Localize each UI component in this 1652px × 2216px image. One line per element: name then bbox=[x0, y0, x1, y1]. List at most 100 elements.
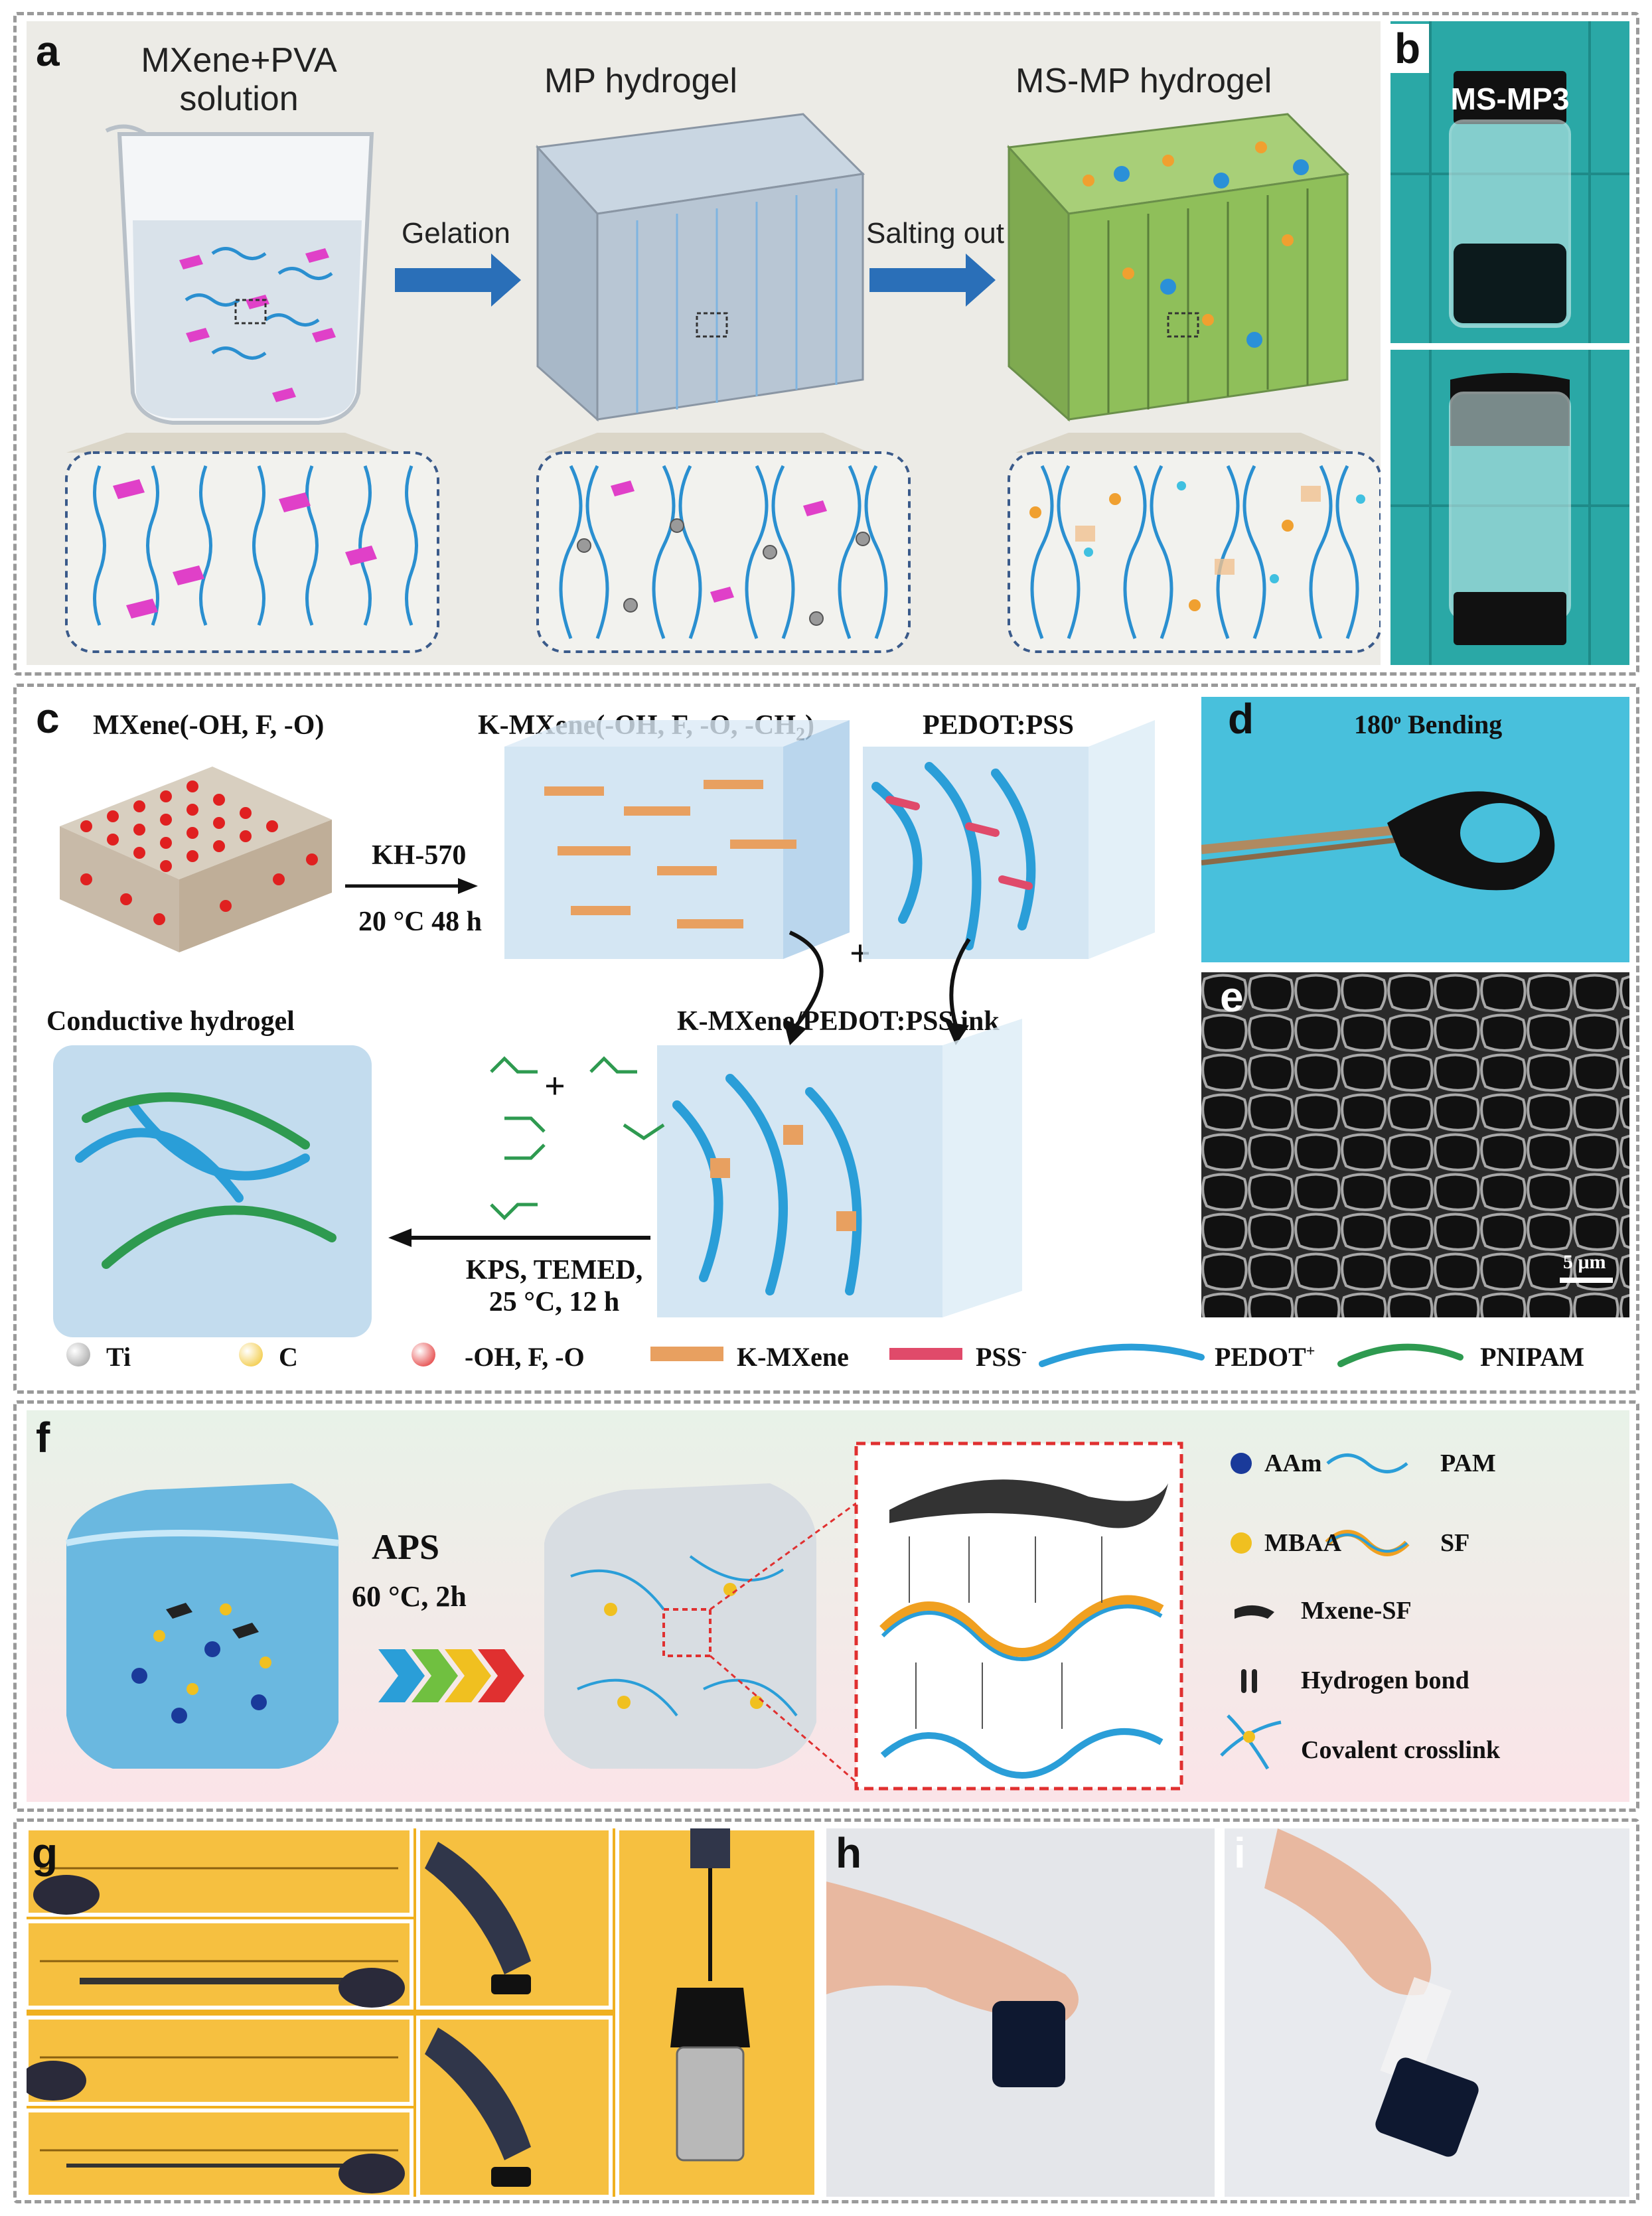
pss-bar-icon bbox=[889, 1348, 962, 1360]
panel-i-label: i bbox=[1234, 1829, 1246, 1877]
detail-box-1 bbox=[65, 451, 439, 653]
panel-f-illustration bbox=[65, 1441, 1410, 1791]
legend-aam: AAm bbox=[1264, 1449, 1322, 1477]
stage2-title: MP hydrogel bbox=[544, 62, 737, 100]
arrow-salting-label: Salting out bbox=[866, 217, 1004, 250]
reagent-aps: APS bbox=[372, 1527, 440, 1567]
c-atom-icon bbox=[239, 1343, 263, 1367]
legend-hydrogen-bond: Hydrogen bond bbox=[1301, 1666, 1469, 1694]
stage1-title-line2: solution bbox=[179, 80, 299, 118]
conductive-hydrogel-block bbox=[53, 1045, 372, 1337]
pnipam-chain-icon bbox=[1337, 1343, 1464, 1367]
stretch-photos bbox=[27, 1828, 816, 2197]
arrow-kh570 bbox=[345, 878, 478, 894]
detail-box-2 bbox=[536, 451, 911, 653]
oh-group-icon bbox=[412, 1343, 435, 1367]
panel-c-legend: Ti C -OH, F, -O K-MXene PSS- bbox=[66, 1337, 1181, 1377]
panel-e: e 5 μm bbox=[1201, 972, 1629, 1317]
chevron-arrows-icon bbox=[378, 1649, 524, 1702]
detail-box-3 bbox=[1008, 451, 1381, 653]
condition-kps: KPS, TEMED, 25 °C, 12 h bbox=[438, 1254, 670, 1318]
legend-mxene-sf: Mxene-SF bbox=[1301, 1597, 1412, 1625]
pedot-chain-icon bbox=[1039, 1343, 1205, 1367]
legend-pnipam: PNIPAM bbox=[1480, 1342, 1584, 1372]
frame-ab bbox=[13, 12, 1639, 676]
kmxene-box bbox=[504, 720, 850, 959]
panel-d-label: d bbox=[1228, 697, 1254, 743]
panel-b: b MS-MP3 bbox=[1390, 21, 1629, 665]
mp-hydrogel-block bbox=[535, 113, 865, 422]
frame-ghi bbox=[13, 1818, 1639, 2203]
pedot-title: PEDOT:PSS bbox=[923, 710, 1074, 741]
panel-g-label: g bbox=[32, 1829, 58, 1877]
condition-kps-line1: KPS, TEMED, bbox=[465, 1255, 643, 1286]
bending-caption-sup: o bbox=[1394, 710, 1401, 727]
stage3-title: MS-MP hydrogel bbox=[1015, 62, 1272, 100]
mxene-atoms bbox=[80, 780, 318, 925]
legend-pedot: PEDOT+ bbox=[1215, 1341, 1315, 1372]
vial-label: MS-MP3 bbox=[1450, 82, 1570, 116]
condition-60c: 60 °C, 2h bbox=[352, 1580, 467, 1613]
panel-c-label: c bbox=[36, 694, 60, 742]
panel-f: f APS 60 °C, 2h bbox=[27, 1410, 1629, 1802]
bending-caption-text: Bending bbox=[1401, 709, 1503, 739]
legend-pss-sup: - bbox=[1021, 1343, 1027, 1361]
frame-cde bbox=[13, 684, 1639, 1394]
mxene-flakes-beaker bbox=[179, 248, 336, 402]
legend-sf: SF bbox=[1440, 1529, 1470, 1557]
sem-image bbox=[1201, 972, 1629, 1317]
mxene-lattice-icon bbox=[60, 767, 332, 952]
ink-title: K-MXene/PEDOT:PSS ink bbox=[677, 1006, 1000, 1037]
panel-c: c MXene(-OH, F, -O) K-MXene(-OH, F, -O, … bbox=[27, 694, 1181, 1384]
polymer-cube bbox=[544, 1483, 816, 1769]
panel-c-legend-2: PEDOT+ PNIPAM bbox=[1035, 1337, 1633, 1377]
plus-sign-2: + bbox=[544, 1066, 565, 1107]
legend-oh: -OH, F, -O bbox=[465, 1342, 585, 1372]
interaction-detail bbox=[854, 1441, 1183, 1791]
panel-h-label: h bbox=[836, 1829, 862, 1877]
legend-pss-text: PSS bbox=[976, 1342, 1021, 1372]
panel-a-illustration bbox=[65, 113, 1381, 653]
kmxene-flake-icon bbox=[650, 1347, 723, 1361]
legend-covalent: Covalent crosslink bbox=[1301, 1736, 1501, 1764]
arrow-gelation bbox=[395, 254, 521, 307]
stage1-title: MXene+PVA solution bbox=[139, 41, 338, 118]
legend-mbaa: MBAA bbox=[1264, 1529, 1342, 1557]
panel-a-label: a bbox=[36, 27, 60, 75]
mxene-title: MXene(-OH, F, -O) bbox=[93, 710, 325, 741]
legend-pedot-text: PEDOT bbox=[1215, 1342, 1306, 1372]
pva-chains-beaker bbox=[185, 247, 333, 360]
bent-hydrogel-photo bbox=[1201, 791, 1555, 891]
ms-mp-hydrogel-block bbox=[1006, 113, 1350, 422]
legend-pam: PAM bbox=[1440, 1449, 1496, 1477]
scale-bar-label: 5 μm bbox=[1563, 1251, 1606, 1273]
monomer-structures bbox=[490, 1056, 665, 1220]
frame-f bbox=[13, 1400, 1639, 1812]
panel-i: i bbox=[1225, 1828, 1629, 2197]
panel-c-illustration bbox=[53, 720, 1155, 1337]
vial-upright bbox=[1449, 71, 1571, 328]
panel-g: g bbox=[27, 1828, 816, 2197]
reagent-kh570: KH-570 bbox=[372, 840, 467, 871]
arrow-kps bbox=[388, 1228, 650, 1247]
legend-icons bbox=[1220, 1453, 1410, 1770]
ink-box bbox=[657, 1019, 1022, 1317]
panel-f-label: f bbox=[36, 1414, 50, 1461]
vial-inverted bbox=[1449, 373, 1571, 645]
bending-caption-num: 180 bbox=[1354, 709, 1394, 739]
arrow-salting-out bbox=[869, 254, 996, 307]
stage1-title-line1: MXene+PVA bbox=[141, 41, 337, 80]
monomer-cube bbox=[65, 1483, 339, 1769]
peel-photo bbox=[1264, 1828, 1479, 2157]
legend-pss: PSS- bbox=[976, 1341, 1027, 1372]
pedot-box bbox=[863, 720, 1155, 959]
panel-a: a MXene+PVA solution MP hydrogel MS-MP h… bbox=[27, 21, 1381, 665]
vial-photos bbox=[1390, 21, 1629, 665]
condition-kps-line2: 25 °C, 12 h bbox=[488, 1287, 620, 1317]
compress-photo bbox=[826, 1882, 1079, 2087]
legend-pedot-sup: + bbox=[1306, 1343, 1315, 1361]
legend-c: C bbox=[279, 1342, 298, 1372]
bending-caption: 180o Bending bbox=[1354, 709, 1502, 740]
legend-ti: Ti bbox=[106, 1342, 131, 1372]
arrow-gelation-label: Gelation bbox=[402, 217, 510, 250]
